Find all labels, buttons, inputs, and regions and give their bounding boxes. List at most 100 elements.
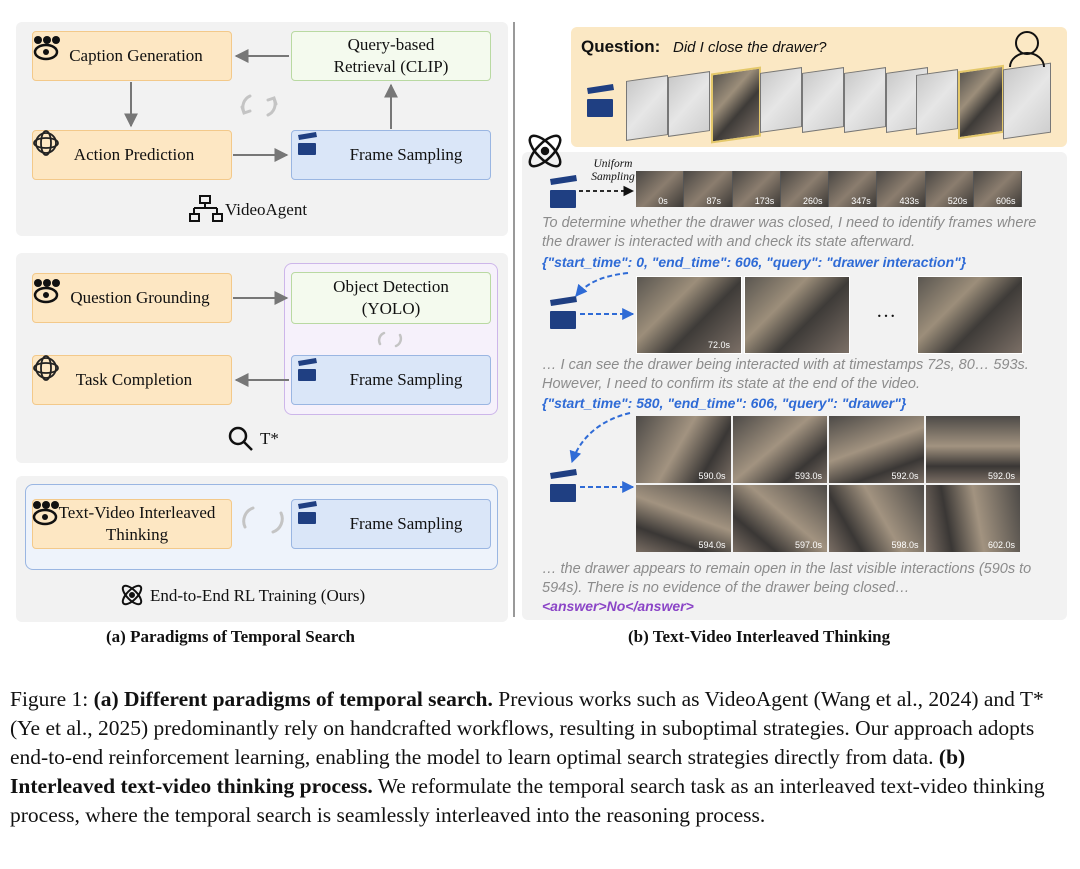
panel-divider — [513, 22, 515, 617]
grid-frame-timestamp: 592.0s — [988, 471, 1016, 481]
tool-call-1: {"start_time": 0, "end_time": 606, "quer… — [542, 254, 967, 270]
retrieved-frame-grid: 590.0s 593.0s 592.0s 592.0s 594.0s 597.0s 598.… — [636, 416, 1022, 554]
timeline-ticks: 0s 87s 173s 260s 347s 433s 520s 606s — [636, 171, 1022, 207]
arrow-call-2 — [569, 412, 631, 464]
user-icon — [1009, 31, 1045, 68]
task-completion-box: Task Completion — [32, 355, 232, 405]
retrieved-frame — [636, 276, 742, 354]
reasoning-text-3: … the drawer appears to remain open in t… — [542, 561, 1032, 596]
grid-frame — [732, 416, 827, 483]
grid-frame — [829, 416, 924, 483]
caption-part-b-text: We reformulate the temporal search task … — [10, 774, 1045, 827]
grid-frame — [925, 416, 1020, 483]
question-label: Question: — [581, 37, 661, 56]
timeline-tick-label: 347s — [851, 196, 871, 206]
grid-frame-timestamp: 590.0s — [698, 471, 726, 481]
timeline-frame — [780, 171, 828, 207]
ellipsis: … — [876, 300, 896, 322]
grid-frame — [636, 485, 731, 552]
object-detection-label: Object Detection (YOLO) — [333, 276, 449, 318]
question-grounding-box: Question Grounding — [32, 273, 232, 323]
grid-frame — [829, 485, 924, 552]
caption-part-a-text: Previous works such as VideoAgent (Wang … — [10, 687, 1044, 769]
object-detection-box: Object Detection (YOLO) — [291, 272, 491, 324]
task-completion-label: Task Completion — [75, 369, 193, 389]
clapperboard-icon — [550, 296, 577, 329]
retrieved-frame — [917, 276, 1023, 354]
atom-icon — [528, 134, 562, 168]
caption-part-a-bold: (a) Different paradigms of temporal sear… — [93, 687, 493, 711]
clapperboard-icon — [298, 501, 317, 524]
panel-a-caption: (a) Paradigms of Temporal Search — [106, 627, 356, 646]
vision-model-icon — [33, 279, 60, 304]
frame-timestamp: 72.0s — [708, 340, 731, 350]
tstar-name: T* — [260, 429, 279, 448]
ours-frame-sampling-box: Frame Sampling — [291, 499, 491, 549]
question-grounding-label: Question Grounding — [70, 287, 210, 307]
vision-model-icon — [33, 36, 60, 61]
reasoning-text-2: … I can see the drawer being interacted … — [542, 357, 1029, 392]
vision-model-icon — [32, 501, 59, 526]
timeline-frame — [925, 171, 973, 207]
cycle-icon — [377, 331, 403, 348]
frame-sampling-label: Frame Sampling — [349, 369, 463, 389]
arrow-call-1 — [575, 272, 629, 297]
grid-frame — [732, 485, 827, 552]
llm-knot-icon — [33, 130, 59, 156]
query-retrieval-box: Query-based Retrieval (CLIP) — [291, 31, 491, 81]
grid-frame — [925, 485, 1020, 552]
figure-caption: Figure 1: (a) Different paradigms of tem… — [10, 685, 1070, 830]
clapperboard-icon — [298, 132, 317, 155]
clapperboard-icon — [587, 84, 614, 117]
hierarchy-icon — [189, 195, 223, 222]
cycle-icon — [240, 94, 278, 117]
panel-a-overlay — [32, 36, 403, 606]
retrieved-frame — [744, 276, 850, 354]
panel-b-caption: (b) Text-Video Interleaved Thinking — [628, 627, 891, 646]
clapperboard-icon — [550, 469, 577, 502]
clapperboard-icon — [298, 358, 317, 381]
grid-frame — [636, 416, 731, 483]
caption-part-b-bold: (b) Interleaved text-video thinking proc… — [10, 745, 966, 798]
action-prediction-box: Action Prediction — [32, 130, 232, 180]
frame-sampling-label: Frame Sampling — [349, 513, 463, 533]
timeline-tick-label: 260s — [803, 196, 823, 206]
cycle-icon — [242, 506, 284, 534]
timeline-frame — [877, 171, 925, 207]
reasoning-text-1: To determine whether the drawer was clos… — [542, 215, 1037, 250]
grid-frame-timestamp: 593.0s — [795, 471, 823, 481]
timeline-tick-label: 173s — [754, 196, 775, 206]
timeline-frame — [636, 171, 684, 207]
videoagent-frame-sampling-box: Frame Sampling — [291, 130, 491, 180]
timeline-tick-label: 433s — [899, 196, 920, 206]
timeline-tick-label: 87s — [706, 196, 722, 206]
frame-sampling-label: Frame Sampling — [349, 144, 463, 164]
timeline-tick-label: 0s — [658, 196, 668, 206]
tstar-frame-sampling-box: Frame Sampling — [291, 355, 491, 405]
grid-frame-timestamp: 597.0s — [795, 540, 823, 550]
grid-frame-timestamp: 602.0s — [988, 540, 1016, 550]
action-prediction-label: Action Prediction — [73, 144, 195, 164]
search-icon — [228, 426, 253, 451]
timeline-tick-label: 606s — [996, 196, 1016, 206]
grid-frame-timestamp: 592.0s — [891, 471, 919, 481]
ours-name: End-to-End RL Training (Ours) — [150, 586, 366, 605]
timeline-frame — [684, 171, 732, 207]
final-answer: <answer>No</answer> — [542, 598, 694, 614]
timeline-frame — [829, 171, 877, 207]
llm-knot-icon — [33, 355, 59, 381]
figure-label: Figure 1: — [10, 687, 89, 711]
timeline-tick-label: 520s — [947, 196, 968, 206]
interleaved-thinking-box: Text-Video Interleaved Thinking — [32, 499, 232, 549]
timeline-frame — [732, 171, 780, 207]
tool-call-2: {"start_time": 580, "end_time": 606, "qu… — [542, 395, 907, 411]
timeline-frame — [973, 171, 1021, 207]
grid-frame-timestamp: 594.0s — [698, 540, 726, 550]
clapperboard-icon — [550, 175, 577, 208]
caption-generation-label: Caption Generation — [69, 45, 203, 65]
question-text: Did I close the drawer? — [673, 39, 827, 56]
grid-frame-timestamp: 598.0s — [891, 540, 919, 550]
atom-icon — [121, 584, 143, 606]
uniform-sampling-label: Uniform Sampling — [591, 158, 635, 183]
caption-generation-box: Caption Generation — [32, 31, 232, 81]
